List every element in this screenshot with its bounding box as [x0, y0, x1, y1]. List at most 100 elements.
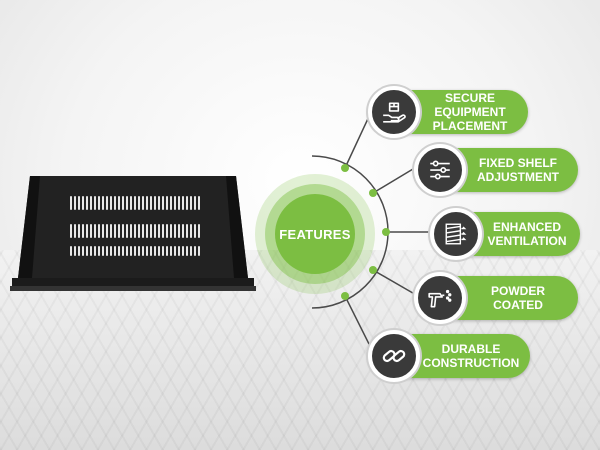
vent-slot	[82, 196, 84, 210]
vent-slot	[174, 196, 176, 210]
vent-slot	[194, 224, 196, 238]
feature-enhanced-ventilation: ENHANCED VENTILATION	[430, 208, 580, 260]
vent-slot	[110, 224, 112, 238]
vent-slot	[194, 246, 196, 256]
vent-slot	[122, 246, 124, 256]
vent-slot	[190, 224, 192, 238]
vent-slot	[126, 246, 128, 256]
vent-slot	[138, 246, 140, 256]
vent-slot	[78, 246, 80, 256]
vent-slot	[146, 246, 148, 256]
vent-slot	[198, 224, 200, 238]
vent-slot	[170, 246, 172, 256]
vent-slot	[94, 196, 96, 210]
vent-slot	[114, 246, 116, 256]
features-hub: FEATURES	[255, 174, 375, 294]
feature-secure-equipment-placement: SECURE EQUIPMENT PLACEMENT	[368, 86, 528, 138]
vent-slot	[142, 196, 144, 210]
vent-slot	[74, 246, 76, 256]
vent-slot	[154, 246, 156, 256]
vent-slot	[186, 196, 188, 210]
vent-slot	[134, 224, 136, 238]
vent-slot	[150, 246, 152, 256]
vent-slot	[86, 246, 88, 256]
vent-slot	[182, 224, 184, 238]
vent-slot	[74, 224, 76, 238]
vent-slot	[166, 246, 168, 256]
feature-fixed-shelf-adjustment: FIXED SHELF ADJUSTMENT	[414, 144, 578, 196]
vent-slot	[178, 246, 180, 256]
vent-slot	[130, 246, 132, 256]
vent-slot	[190, 246, 192, 256]
vent-slot	[142, 224, 144, 238]
vent-slot	[130, 196, 132, 210]
vent-slot	[174, 246, 176, 256]
vent-slot	[166, 224, 168, 238]
vent-slot	[102, 196, 104, 210]
feature-powder-coated: POWDER COATED	[414, 272, 578, 324]
vent-slot	[110, 196, 112, 210]
feature-label: ENHANCED VENTILATION	[487, 220, 567, 248]
vent-slot	[94, 246, 96, 256]
vent-slot	[126, 196, 128, 210]
vent-slot	[82, 246, 84, 256]
vent-slot	[166, 196, 168, 210]
vent-slot	[186, 224, 188, 238]
vent-slot	[110, 246, 112, 256]
vent-slot	[190, 196, 192, 210]
features-hub-label: FEATURES	[275, 194, 355, 274]
vent-slot	[182, 196, 184, 210]
vent-slot	[122, 196, 124, 210]
vent-slot	[146, 196, 148, 210]
vent-slot	[98, 246, 100, 256]
vent-slot	[98, 196, 100, 210]
vent-slot	[90, 224, 92, 238]
vent-slot	[170, 224, 172, 238]
vent-slot	[146, 224, 148, 238]
vent-slot	[74, 196, 76, 210]
vent-slot	[106, 224, 108, 238]
vent-slot	[158, 196, 160, 210]
vent-slot	[154, 224, 156, 238]
vent-slot	[198, 196, 200, 210]
vent-slot	[162, 196, 164, 210]
vent-slot	[138, 196, 140, 210]
vent-slot	[174, 224, 176, 238]
vent-slot	[182, 246, 184, 256]
vent-slot	[98, 224, 100, 238]
vent-slot	[106, 246, 108, 256]
features-hub-ring: FEATURES	[265, 184, 365, 284]
vent-slot	[198, 246, 200, 256]
vent-slot	[82, 224, 84, 238]
vent-slot	[78, 196, 80, 210]
vent-slot	[134, 246, 136, 256]
vent-slot	[70, 196, 72, 210]
vent-slot	[158, 246, 160, 256]
vent-slot	[170, 196, 172, 210]
vent-slot	[90, 246, 92, 256]
hand-holding-box-icon	[368, 86, 420, 138]
vent-slot	[126, 224, 128, 238]
vent-slot	[118, 196, 120, 210]
vent-slot	[150, 224, 152, 238]
vent-slot	[122, 224, 124, 238]
vent-slot	[118, 246, 120, 256]
vent-slot	[150, 196, 152, 210]
vent-slot	[154, 196, 156, 210]
feature-label: FIXED SHELF ADJUSTMENT	[476, 156, 559, 184]
vent-slot	[70, 246, 72, 256]
vent-slot	[142, 246, 144, 256]
vent-slot	[86, 224, 88, 238]
vent-slot	[158, 224, 160, 238]
ventilation-grille-icon	[430, 208, 482, 260]
vent-slot	[162, 246, 164, 256]
sliders-icon	[414, 144, 466, 196]
vent-slot	[162, 224, 164, 238]
vent-slot	[90, 196, 92, 210]
vent-slot	[78, 224, 80, 238]
vent-slot	[86, 196, 88, 210]
vent-slot	[70, 224, 72, 238]
rack-shelf-image	[10, 176, 256, 291]
vent-slot	[130, 224, 132, 238]
